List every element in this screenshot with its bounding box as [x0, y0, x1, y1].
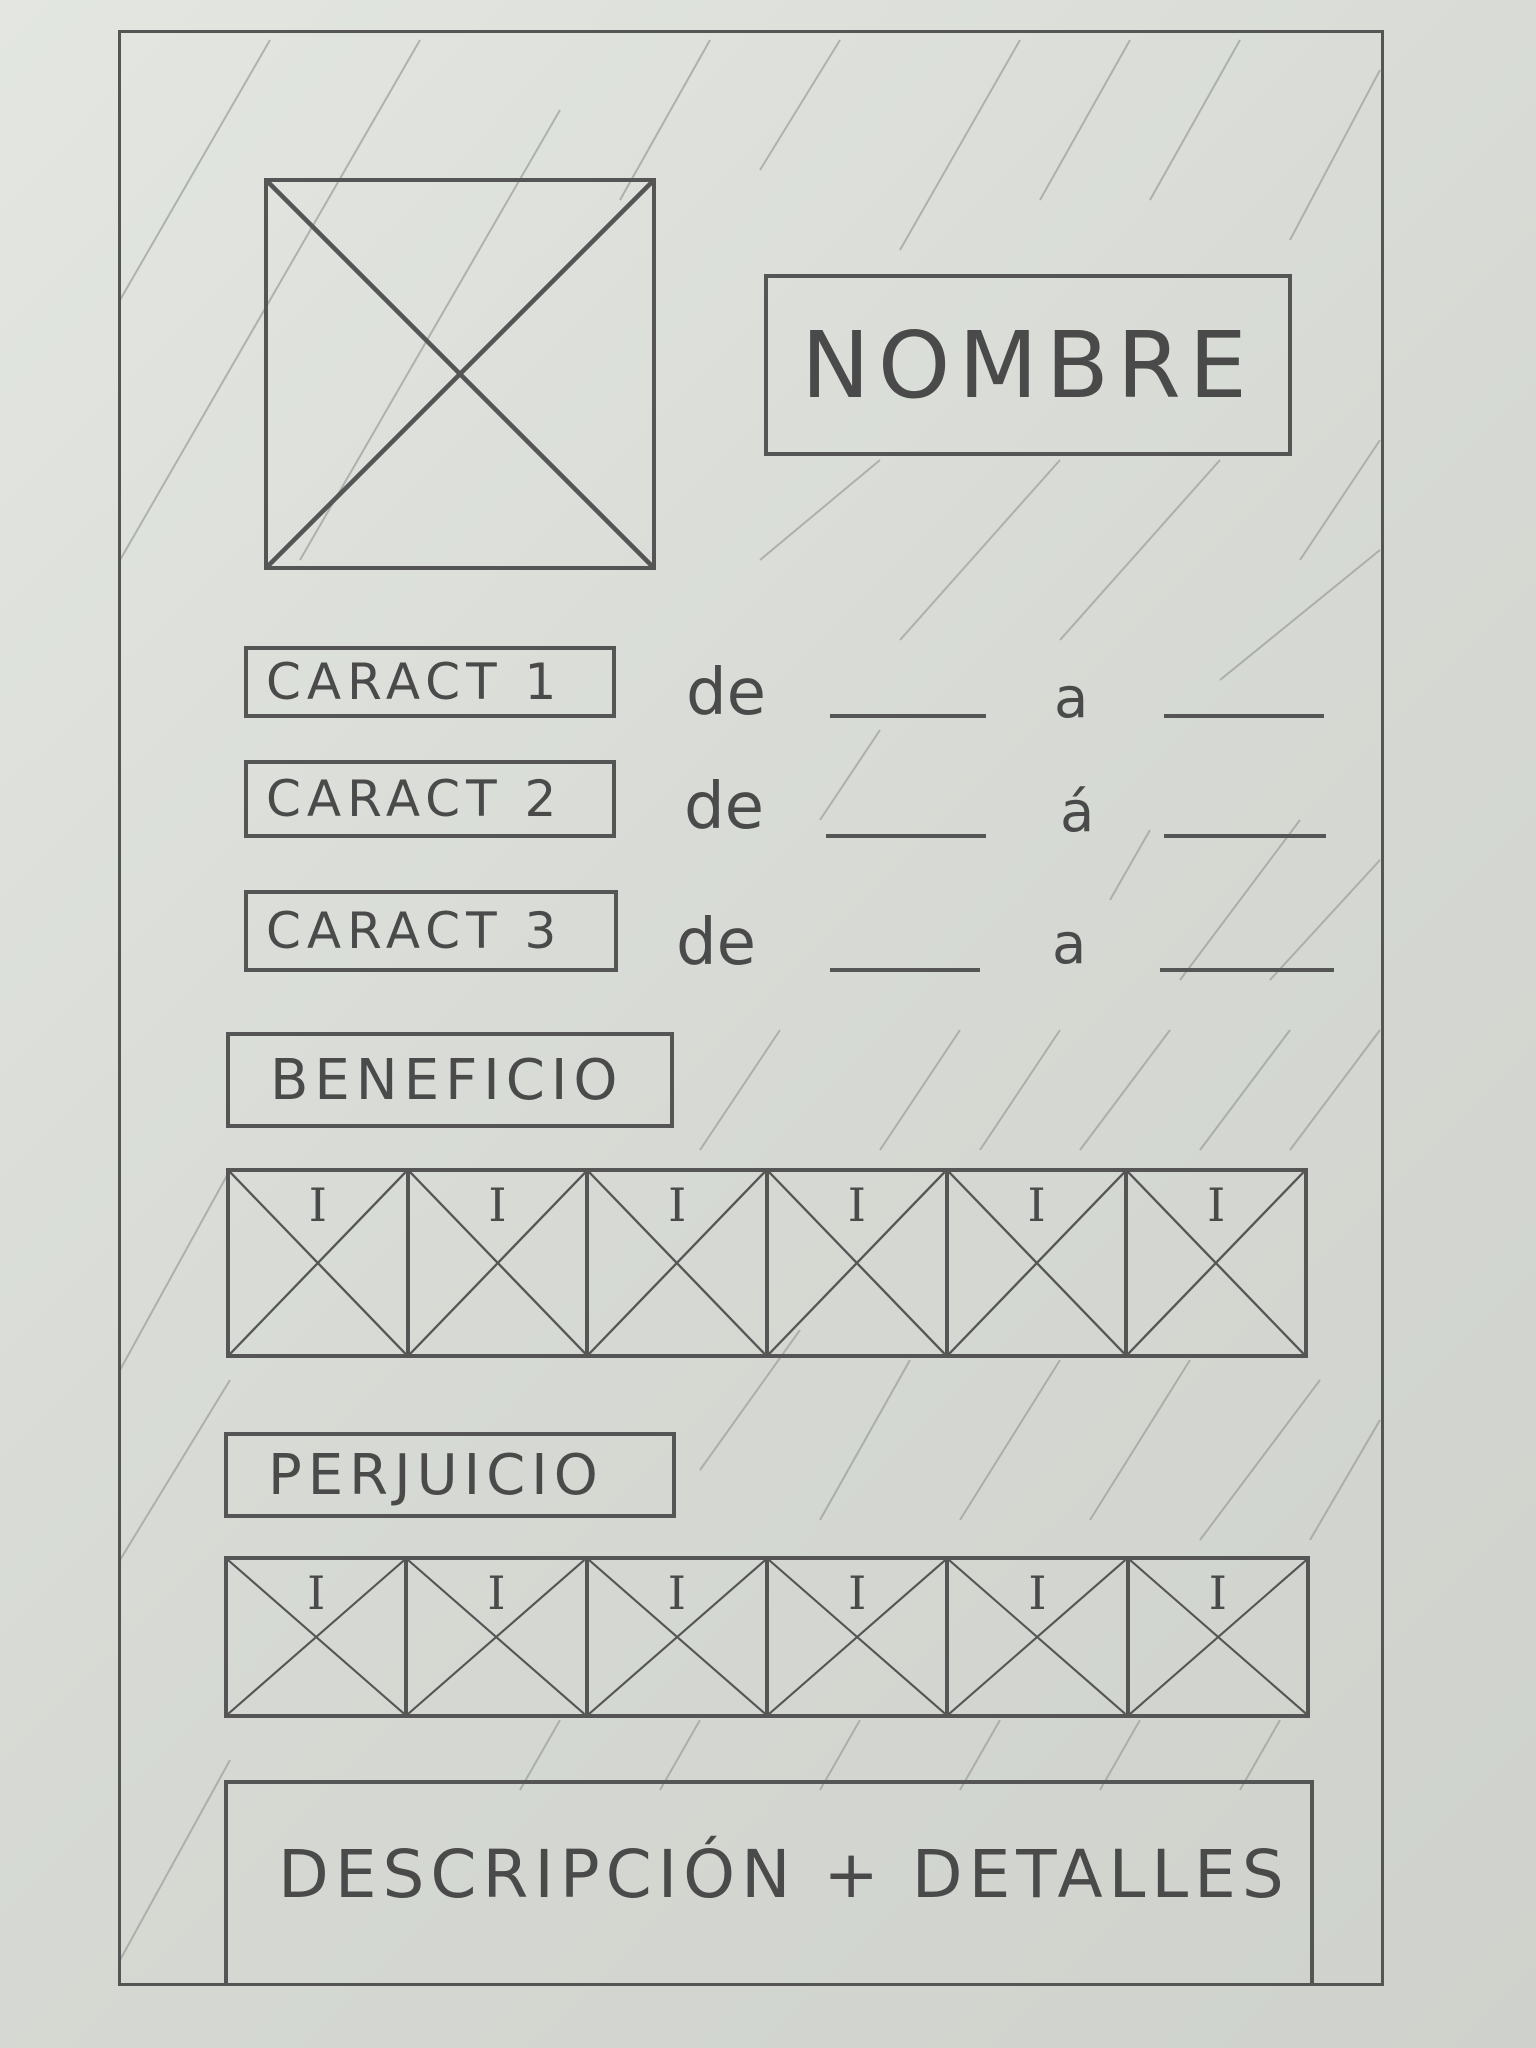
benefit-tile-label: I — [1207, 1178, 1226, 1232]
characteristic-2-to-label: á — [1060, 780, 1095, 845]
tile-placeholder-icon — [768, 1560, 946, 1714]
harm-tile[interactable]: I — [408, 1560, 589, 1714]
benefit-tile-label: I — [847, 1178, 866, 1232]
harm-tile[interactable]: I — [949, 1560, 1130, 1714]
benefit-tiles-strip: I I I I I I — [226, 1168, 1308, 1358]
harm-tile-label: I — [1208, 1566, 1227, 1620]
harm-tile[interactable]: I — [768, 1560, 950, 1714]
harm-tile-label: I — [307, 1566, 326, 1620]
tile-placeholder-icon — [949, 1560, 1126, 1714]
benefit-tile[interactable]: I — [769, 1172, 949, 1354]
tile-placeholder-icon — [588, 1560, 765, 1714]
harm-tile-label: I — [1028, 1566, 1047, 1620]
benefit-tile[interactable]: I — [1128, 1172, 1305, 1354]
harm-tile-label: I — [667, 1566, 686, 1620]
harm-tile[interactable]: I — [588, 1560, 769, 1714]
image-placeholder-icon[interactable] — [264, 178, 656, 570]
harm-tile[interactable]: I — [1129, 1560, 1306, 1714]
characteristic-3-to-input[interactable] — [1160, 968, 1334, 972]
harm-section-label: PERJUICIO — [224, 1432, 676, 1518]
tile-placeholder-icon — [230, 1172, 406, 1354]
characteristic-3-from-input[interactable] — [830, 968, 980, 972]
characteristic-1-label: CARACT 1 — [244, 646, 616, 718]
tile-placeholder-icon — [408, 1560, 585, 1714]
characteristic-1-to-input[interactable] — [1164, 714, 1324, 718]
characteristic-3-label: CARACT 3 — [244, 890, 618, 972]
characteristic-2-from-input[interactable] — [826, 834, 986, 838]
characteristic-1-from-label: de — [686, 656, 766, 730]
benefit-tile-label: I — [488, 1178, 507, 1232]
harm-tile-label: I — [487, 1566, 506, 1620]
benefit-tile-label: I — [668, 1178, 687, 1232]
characteristic-2-from-label: de — [684, 770, 764, 844]
harm-tiles-strip: I I I I I I — [224, 1556, 1310, 1718]
benefit-tile-label: I — [308, 1178, 327, 1232]
cross-lines — [268, 182, 652, 566]
characteristic-1-from-input[interactable] — [830, 714, 986, 718]
benefit-tile-label: I — [1027, 1178, 1046, 1232]
tile-placeholder-icon — [409, 1172, 586, 1354]
benefit-section-label: BENEFICIO — [226, 1032, 674, 1128]
benefit-tile[interactable]: I — [409, 1172, 590, 1354]
characteristic-3-to-label: a — [1052, 912, 1087, 977]
tile-placeholder-icon — [589, 1172, 766, 1354]
characteristic-3-from-label: de — [676, 906, 756, 980]
benefit-tile[interactable]: I — [589, 1172, 770, 1354]
tile-placeholder-icon — [1129, 1560, 1306, 1714]
characteristic-2-to-input[interactable] — [1164, 834, 1326, 838]
benefit-tile[interactable]: I — [948, 1172, 1129, 1354]
description-details-box[interactable]: DESCRIPCIÓN + DETALLES — [224, 1780, 1314, 1986]
harm-tile[interactable]: I — [228, 1560, 409, 1714]
phone-screen-frame — [118, 30, 1384, 1986]
tile-placeholder-icon — [948, 1172, 1125, 1354]
tile-placeholder-icon — [1128, 1172, 1305, 1354]
characteristic-1-to-label: a — [1054, 666, 1089, 731]
tile-placeholder-icon — [228, 1560, 405, 1714]
harm-tile-label: I — [848, 1566, 867, 1620]
name-title: NOMBRE — [764, 274, 1292, 456]
characteristic-2-label: CARACT 2 — [244, 760, 616, 838]
tile-placeholder-icon — [769, 1172, 945, 1354]
benefit-tile[interactable]: I — [230, 1172, 410, 1354]
